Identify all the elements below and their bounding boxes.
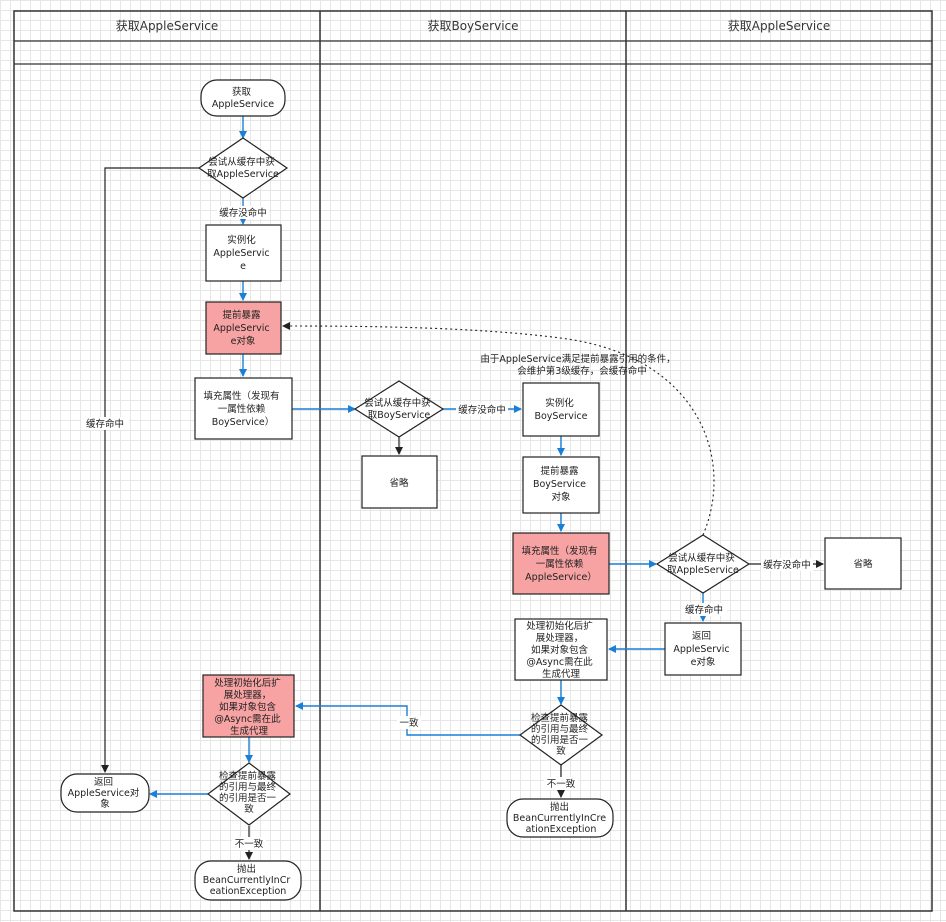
edge-labels: 缓存没命中 缓存命中 缓存没命中 缓存没命中 缓存命中 一致 不一致 不一致 由… bbox=[81, 206, 813, 850]
node-instantiate-apple[interactable]: 实例化 AppleServic e bbox=[205, 224, 282, 282]
node-try-cache-apple-2[interactable]: 尝试从缓存中获 取AppleService bbox=[655, 534, 751, 594]
svg-text:抛出 BeanCurrentlyInCre: 抛出 BeanCurrentlyInCre ationException bbox=[513, 801, 609, 835]
edge-early-reference-note bbox=[282, 322, 715, 536]
label-cache-hit-1: 缓存命中 bbox=[86, 418, 124, 430]
svg-text:返回 AppleService对: 返回 AppleService对 象 bbox=[68, 776, 143, 810]
svg-text:提前暴露 AppleServic: 提前暴露 AppleServic e对象 bbox=[213, 309, 272, 347]
label-cache-hit-3: 缓存命中 bbox=[685, 604, 723, 616]
swimlanes: 获取AppleService 获取BoyService 获取AppleServi… bbox=[13, 10, 933, 912]
node-omit-boy[interactable]: 省略 bbox=[361, 455, 438, 509]
node-check-boy[interactable]: 检查提前暴露 的引用与最终 的引用是否一 致 bbox=[518, 704, 604, 766]
node-populate-boy[interactable]: 填充属性（发现有 一属性依赖 AppleService） bbox=[512, 532, 610, 595]
svg-text:提前暴露 BoyService: 提前暴露 BoyService 对象 bbox=[533, 465, 589, 503]
node-throw-boy[interactable]: 抛出 BeanCurrentlyInCre ationException bbox=[506, 798, 614, 838]
node-try-cache-apple[interactable]: 尝试从缓存中获 取AppleService bbox=[197, 137, 289, 199]
edge-cache-hit-apple bbox=[101, 167, 200, 773]
label-consistent: 一致 bbox=[399, 717, 419, 729]
svg-text:尝试从缓存中获 取AppleService: 尝试从缓存中获 取AppleService bbox=[667, 552, 739, 576]
label-inconsistent-apple: 不一致 bbox=[235, 838, 264, 850]
note-line-1: 由于AppleService满足提前暴露引用的条件， bbox=[480, 353, 675, 365]
svg-text:处理初始化后扩 展处理器，: 处理初始化后扩 展处理器， 如果对象包含 @Async需在此 生成代理 bbox=[214, 677, 284, 737]
node-return-apple[interactable]: 返回 AppleService对 象 bbox=[60, 773, 150, 813]
node-populate-apple[interactable]: 填充属性（发现有 一属性依赖 BoyService） bbox=[194, 377, 293, 440]
lane-title-apple-2: 获取AppleService bbox=[728, 19, 831, 33]
svg-text:获取 AppleService: 获取 AppleService bbox=[212, 87, 274, 110]
label-cache-miss-1: 缓存没命中 bbox=[219, 207, 267, 219]
label-cache-miss-2: 缓存没命中 bbox=[458, 404, 506, 416]
svg-text:返回 AppleServic: 返回 AppleServic e对象 bbox=[673, 630, 732, 668]
svg-text:检查提前暴露 的引用与最终: 检查提前暴露 的引用与最终 的引用是否一 致 bbox=[531, 712, 591, 757]
svg-text:实例化 AppleServic: 实例化 AppleServic e bbox=[213, 234, 272, 272]
node-check-apple[interactable]: 检查提前暴露 的引用与最终 的引用是否一 致 bbox=[207, 762, 291, 826]
svg-text:省略: 省略 bbox=[853, 558, 873, 570]
svg-text:省略: 省略 bbox=[389, 477, 409, 489]
svg-text:实例化 BoyService: 实例化 BoyService bbox=[534, 397, 587, 422]
node-expose-apple[interactable]: 提前暴露 AppleServic e对象 bbox=[205, 301, 282, 355]
note-line-2: 会维护第3级缓存，会缓存命中 bbox=[517, 365, 647, 377]
label-inconsistent-boy: 不一致 bbox=[547, 778, 576, 790]
node-instantiate-boy[interactable]: 实例化 BoyService bbox=[522, 382, 600, 437]
node-throw-apple[interactable]: 抛出 BeanCurrentlyInCr eationException bbox=[194, 860, 302, 901]
label-cache-miss-3: 缓存没命中 bbox=[763, 559, 811, 571]
svg-text:检查提前暴露 的引用与最终: 检查提前暴露 的引用与最终 的引用是否一 致 bbox=[219, 770, 279, 815]
svg-text:填充属性（发现有 一属性依赖: 填充属性（发现有 一属性依赖 BoyService） bbox=[203, 390, 282, 428]
lane-title-apple: 获取AppleService bbox=[116, 19, 219, 33]
svg-text:处理初始化后扩 展处理器，: 处理初始化后扩 展处理器， 如果对象包含 @Async需在此 生成代理 bbox=[526, 620, 596, 680]
svg-text:填充属性（发现有 一属性依赖: 填充属性（发现有 一属性依赖 AppleService） bbox=[521, 545, 600, 583]
svg-text:抛出 BeanCurrentlyInCr: 抛出 BeanCurrentlyInCr eationException bbox=[203, 863, 294, 897]
nodes: 获取 AppleService 尝试从缓存中获 取AppleService 实例… bbox=[60, 79, 902, 901]
node-post-process-boy[interactable]: 处理初始化后扩 展处理器， 如果对象包含 @Async需在此 生成代理 bbox=[514, 618, 608, 681]
node-start[interactable]: 获取 AppleService bbox=[200, 79, 286, 117]
svg-text:尝试从缓存中获 取BoyService: 尝试从缓存中获 取BoyService bbox=[364, 397, 434, 421]
node-return-apple-2[interactable]: 返回 AppleServic e对象 bbox=[664, 622, 742, 676]
svg-text:尝试从缓存中获 取AppleService: 尝试从缓存中获 取AppleService bbox=[207, 156, 279, 180]
node-omit-apple-2[interactable]: 省略 bbox=[824, 537, 902, 590]
node-expose-boy[interactable]: 提前暴露 BoyService 对象 bbox=[522, 456, 600, 514]
node-post-process-apple[interactable]: 处理初始化后扩 展处理器， 如果对象包含 @Async需在此 生成代理 bbox=[202, 674, 295, 738]
lane-title-boy: 获取BoyService bbox=[427, 19, 518, 33]
node-try-cache-boy[interactable]: 尝试从缓存中获 取BoyService bbox=[353, 380, 445, 438]
